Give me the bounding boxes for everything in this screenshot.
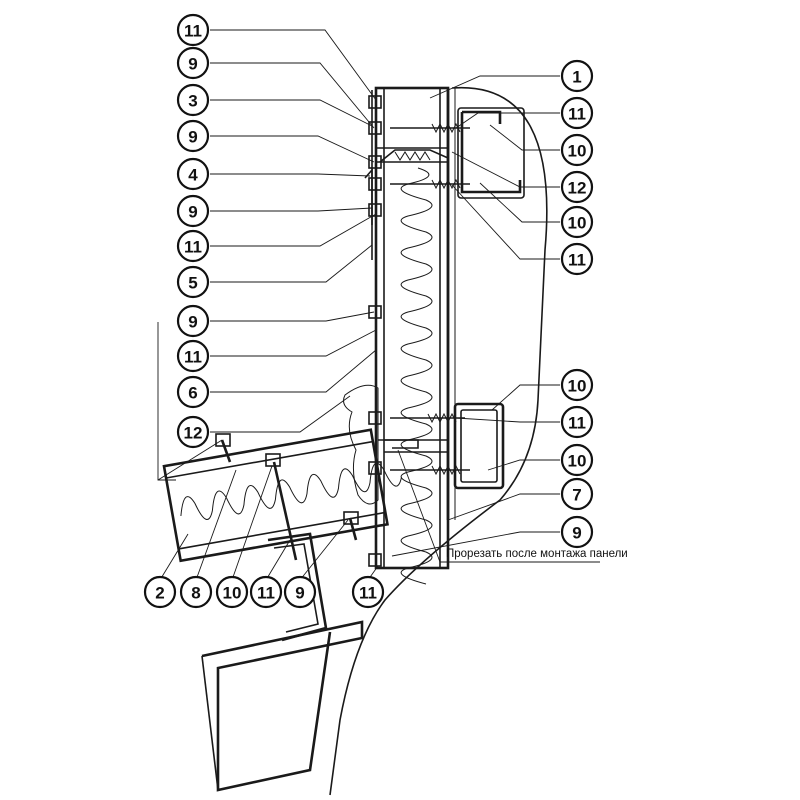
callout-bottom-5: 11 <box>351 575 385 609</box>
cut-note: Прорезать после монтажа панели <box>446 548 628 560</box>
wall-panel <box>374 86 456 585</box>
callout-left-8-label: 9 <box>188 313 197 332</box>
callout-bottom-1: 8 <box>179 575 213 609</box>
callout-bottom-1-label: 8 <box>191 584 200 603</box>
callout-right-5-label: 11 <box>568 251 586 270</box>
callout-left-9: 11 <box>176 339 210 373</box>
callout-right-9: 7 <box>560 477 594 511</box>
callout-right-8-label: 10 <box>568 452 587 471</box>
foam-fill <box>343 384 379 505</box>
callout-bottom-4-label: 9 <box>295 584 304 603</box>
callout-left-11: 12 <box>176 415 210 449</box>
callout-right-0: 1 <box>560 59 594 93</box>
callout-right-2-label: 10 <box>568 142 587 161</box>
purlin-upper <box>457 107 525 199</box>
callout-bottom-0: 2 <box>143 575 177 609</box>
roof-panel <box>162 428 402 563</box>
callout-left-0-label: 11 <box>184 22 202 41</box>
callout-right-0-label: 1 <box>572 68 581 87</box>
roof-screws <box>215 433 359 561</box>
wall-insulation <box>400 167 433 585</box>
callout-right-9-label: 7 <box>572 486 581 505</box>
callout-left-6-label: 11 <box>184 238 202 257</box>
callout-left-3-label: 9 <box>188 128 197 147</box>
callout-bottom-2-label: 10 <box>223 584 242 603</box>
callout-right-6-label: 10 <box>568 377 587 396</box>
callout-right-3-label: 12 <box>568 179 587 198</box>
purlin-lower <box>453 402 505 490</box>
callout-left-6: 11 <box>176 229 210 263</box>
callout-bottom-0-label: 2 <box>155 584 164 603</box>
callout-left-1-label: 9 <box>188 55 197 74</box>
callout-right-10: 9 <box>560 515 594 549</box>
callout-right-8: 10 <box>560 443 594 477</box>
callout-bottom-2: 10 <box>215 575 249 609</box>
callout-left-3: 9 <box>176 119 210 153</box>
leader-lines <box>157 29 560 581</box>
callout-bottom-3: 11 <box>249 575 283 609</box>
callout-right-1-label: 11 <box>568 105 586 124</box>
callout-left-2: 3 <box>176 83 210 117</box>
callout-left-1: 9 <box>176 46 210 80</box>
callout-left-7-label: 5 <box>188 274 197 293</box>
roof-insulation <box>180 462 402 520</box>
callout-left-10-label: 6 <box>188 384 197 403</box>
building-outline <box>329 86 548 796</box>
callout-right-1: 11 <box>560 96 594 130</box>
callout-left-8: 9 <box>176 304 210 338</box>
callout-left-0: 11 <box>176 13 210 47</box>
top-flashing <box>364 90 449 260</box>
callout-bottom-4: 9 <box>283 575 317 609</box>
callout-left-4-label: 4 <box>188 166 198 185</box>
callout-left-9-label: 11 <box>184 348 202 367</box>
callout-left-2-label: 3 <box>188 92 197 111</box>
callout-right-10-label: 9 <box>572 524 581 543</box>
callout-left-5-label: 9 <box>188 203 197 222</box>
support-beam <box>201 620 364 792</box>
callout-right-4-label: 10 <box>568 214 587 233</box>
callout-left-4: 4 <box>176 157 210 191</box>
callout-right-7-label: 11 <box>568 414 586 433</box>
face-rivets <box>368 95 382 567</box>
callout-right-7: 11 <box>560 405 594 439</box>
callout-left-7: 5 <box>176 265 210 299</box>
callout-right-6: 10 <box>560 368 594 402</box>
callout-bottom-5-label: 11 <box>359 584 377 603</box>
callout-bottom-3-label: 11 <box>257 584 275 603</box>
callout-right-3: 12 <box>560 170 594 204</box>
callout-left-10: 6 <box>176 375 210 409</box>
callout-left-11-label: 12 <box>184 424 203 443</box>
purlin-screws <box>390 122 470 476</box>
callout-right-4: 10 <box>560 205 594 239</box>
callout-left-5: 9 <box>176 194 210 228</box>
callout-right-5: 11 <box>560 242 594 276</box>
callout-right-2: 10 <box>560 133 594 167</box>
cut-flashing <box>378 439 419 449</box>
